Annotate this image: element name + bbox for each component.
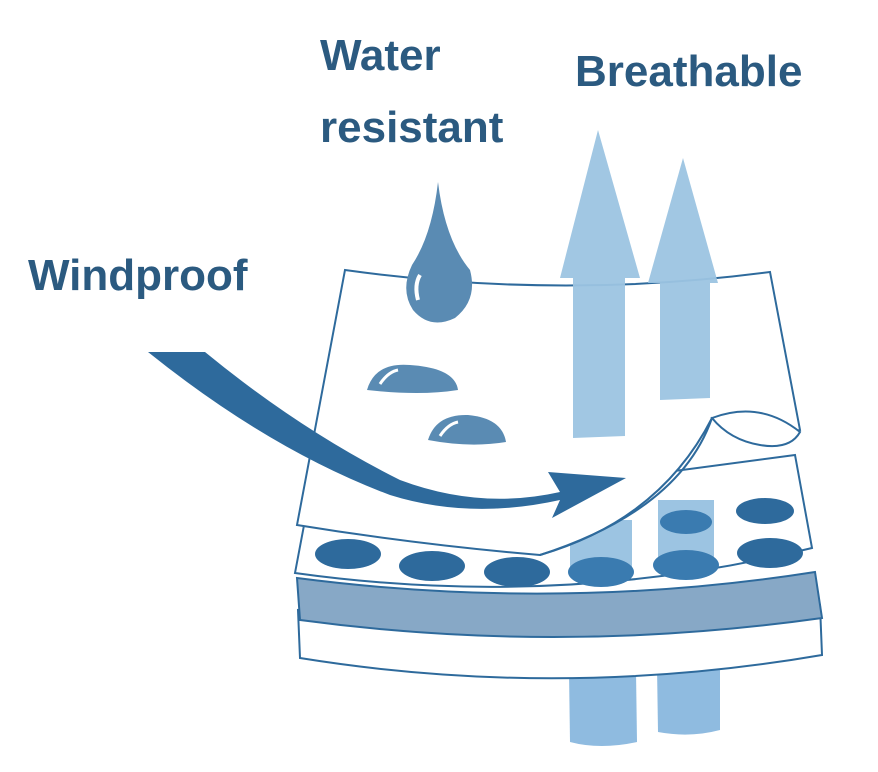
breathable-arrow-left: [560, 130, 640, 438]
bead-highlight: [438, 420, 459, 437]
peel-edge: [539, 417, 713, 556]
pore: [484, 557, 550, 587]
pore: [315, 539, 381, 569]
water-drop-icon: [406, 182, 473, 323]
pore: [736, 498, 794, 524]
label-breathable: Breathable: [575, 47, 802, 96]
bead-highlight: [378, 368, 399, 385]
membrane-band: [295, 570, 824, 639]
water-bead: [428, 414, 506, 445]
peeled-corner: [710, 410, 802, 448]
wind-arrow-icon: [148, 352, 626, 518]
pore: [399, 551, 465, 581]
breathable-arrow-right: [648, 158, 718, 400]
pore: [568, 557, 634, 587]
pore: [737, 538, 803, 568]
pore: [653, 550, 719, 580]
label-resistant: resistant: [320, 103, 504, 152]
pores: [315, 498, 803, 587]
label-water: Water: [320, 31, 441, 80]
drop-highlight: [414, 273, 422, 301]
pore: [660, 510, 712, 534]
label-windproof: Windproof: [28, 251, 248, 300]
